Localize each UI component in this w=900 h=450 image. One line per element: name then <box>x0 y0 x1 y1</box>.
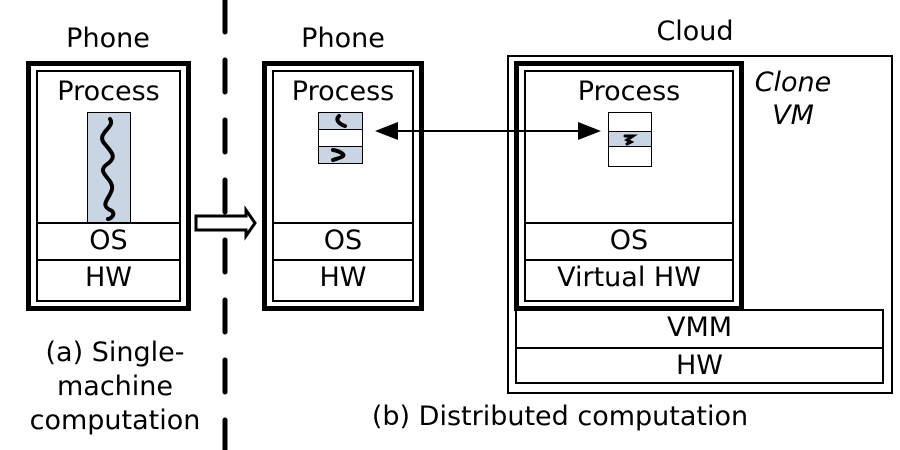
phone-b-hw-layer: HW <box>274 259 412 300</box>
cloud-process-label: Process <box>577 76 681 107</box>
phone-a-inner: Process OS HW <box>36 70 181 302</box>
phone-a-box: Process OS HW <box>26 61 191 311</box>
caption-a-line-2: machine <box>56 371 174 402</box>
clone-vm-label-line-1: Clone <box>754 67 832 98</box>
phone-a-hw-layer: HW <box>38 259 179 300</box>
cloud-title: Cloud <box>656 16 734 47</box>
caption-a-line-1: (a) Single- <box>45 337 185 368</box>
cloud-thread-cell-bottom <box>609 147 651 165</box>
phone-b-thread-stack <box>318 112 363 164</box>
phone-a-thread-stack <box>87 112 131 223</box>
phone-a-process-label: Process <box>57 76 160 107</box>
caption-a-line-3: computation <box>29 405 201 436</box>
clone-vm-inner: Process OS Virtual HW <box>524 70 734 302</box>
thread-squiggle-icon <box>100 117 116 221</box>
caption-a: (a) Single- machine computation <box>18 336 212 438</box>
phone-b-process-label: Process <box>291 76 395 107</box>
clone-vm-label: Clone VM <box>748 66 838 132</box>
phone-b-box: Process OS HW <box>262 61 424 311</box>
phone-b-thread-cell-mid <box>319 130 362 147</box>
thread-squiggle-icon <box>335 114 347 128</box>
caption-b: (b) Distributed computation <box>371 401 749 432</box>
clone-vm-box: Process OS Virtual HW <box>514 61 744 311</box>
cloud-thread-stack <box>608 112 652 167</box>
cloud-thread-cell-top <box>609 113 651 132</box>
phone-a-os-layer: OS <box>38 222 179 259</box>
migration-arrowhead-right-icon <box>578 122 601 140</box>
phone-b-thread-cell-bottom <box>319 147 362 163</box>
transition-arrow-icon <box>194 205 257 241</box>
thread-squiggle-icon <box>623 134 638 146</box>
phone-b-os-layer: OS <box>274 222 412 259</box>
cloud-os-layer: OS <box>526 222 732 259</box>
cloud-thread-cell-mid <box>609 132 651 147</box>
phone-b-thread-cell-top <box>319 113 362 130</box>
phone-b-inner: Process OS HW <box>272 70 414 302</box>
phone-a-title: Phone <box>66 23 150 54</box>
migration-arrowhead-left-icon <box>375 122 398 140</box>
vmm-layer: VMM <box>666 312 733 343</box>
thread-squiggle-icon <box>331 148 346 162</box>
virtual-hw-layer: Virtual HW <box>526 259 732 300</box>
cloud-hw-layer: HW <box>517 347 882 384</box>
phone-b-title: Phone <box>301 23 385 54</box>
clone-vm-label-line-2: VM <box>772 100 814 131</box>
